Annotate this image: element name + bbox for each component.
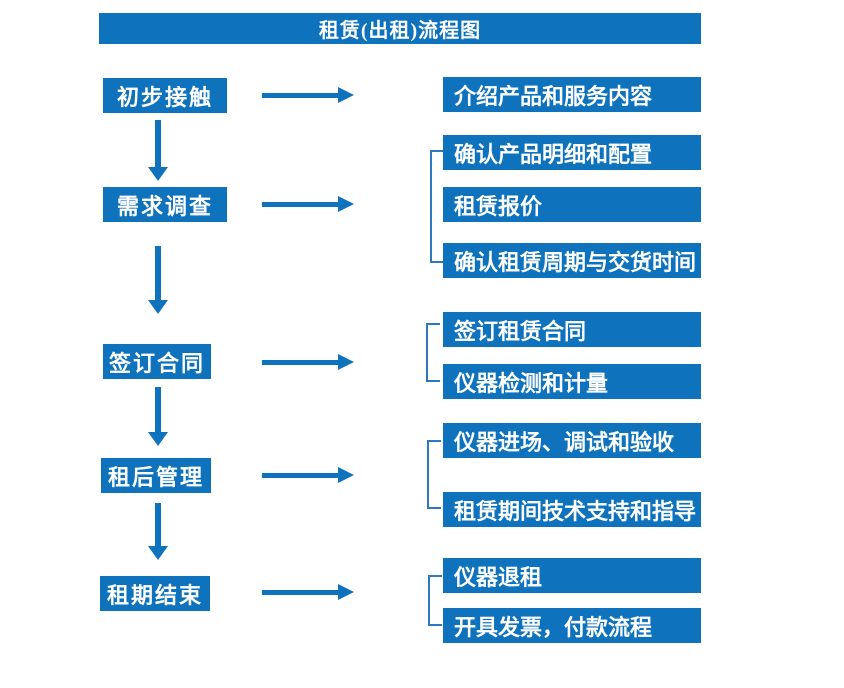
detail-label: 租赁期间技术支持和指导 — [454, 498, 697, 524]
arrow-shaft — [155, 503, 161, 546]
group-bracket-demand-survey — [430, 150, 444, 263]
arrow-head — [148, 300, 168, 314]
group-bracket-post-rental — [427, 440, 441, 509]
detail-label: 仪器检测和计量 — [454, 370, 609, 396]
detail-label: 签订租赁合同 — [454, 318, 587, 344]
detail-box-rental-quote: 租赁报价 — [443, 187, 701, 222]
arrow-head — [338, 467, 354, 483]
arrow-shaft — [262, 202, 339, 207]
arrow-head — [148, 167, 168, 181]
step-box-initial-contact: 初步接触 — [103, 78, 227, 113]
down-arrow-icon — [148, 503, 168, 560]
arrow-shaft — [155, 387, 161, 432]
detail-box-instrument-return: 仪器退租 — [443, 558, 701, 593]
detail-box-introduce-products: 介绍产品和服务内容 — [443, 77, 701, 112]
step-label: 需求调查 — [116, 193, 213, 219]
detail-box-confirm-product-details: 确认产品明细和配置 — [443, 135, 701, 170]
arrow-head — [338, 584, 354, 600]
step-label: 签订合同 — [108, 350, 205, 376]
step-box-rental-period-end: 租期结束 — [100, 576, 210, 611]
detail-box-technical-support: 租赁期间技术支持和指导 — [443, 492, 701, 527]
step-label: 租期结束 — [106, 582, 203, 608]
right-arrow-icon — [262, 584, 354, 600]
right-arrow-icon — [262, 467, 354, 483]
right-arrow-icon — [262, 87, 354, 103]
detail-box-instrument-setup-acceptance: 仪器进场、调试和验收 — [443, 423, 701, 458]
arrow-shaft — [262, 360, 339, 365]
detail-label: 介绍产品和服务内容 — [454, 83, 653, 109]
right-arrow-icon — [262, 196, 354, 212]
detail-label: 确认租赁周期与交货时间 — [454, 249, 697, 275]
arrow-head — [338, 196, 354, 212]
step-box-post-rental-management: 租后管理 — [101, 458, 211, 493]
step-label: 租后管理 — [107, 464, 204, 490]
detail-box-invoice-payment: 开具发票，付款流程 — [443, 608, 701, 643]
detail-box-instrument-inspection: 仪器检测和计量 — [443, 364, 701, 399]
detail-label: 仪器退租 — [454, 564, 543, 590]
step-box-sign-contract: 签订合同 — [103, 344, 211, 379]
arrow-shaft — [155, 246, 161, 300]
down-arrow-icon — [148, 120, 168, 181]
arrow-head — [338, 87, 354, 103]
step-box-demand-survey: 需求调查 — [103, 187, 227, 222]
arrow-shaft — [155, 120, 161, 167]
flowchart-title: 租赁(出租)流程图 — [318, 20, 482, 42]
down-arrow-icon — [148, 246, 168, 314]
down-arrow-icon — [148, 387, 168, 446]
arrow-shaft — [262, 473, 339, 478]
group-bracket-sign-contract — [426, 323, 440, 382]
step-label: 初步接触 — [116, 84, 213, 110]
title-bar: 租赁(出租)流程图 — [99, 13, 701, 44]
arrow-shaft — [262, 590, 339, 595]
arrow-shaft — [262, 93, 339, 98]
detail-label: 仪器进场、调试和验收 — [454, 429, 675, 455]
arrow-head — [148, 432, 168, 446]
detail-label: 开具发票，付款流程 — [454, 614, 653, 640]
group-bracket-rental-end — [428, 575, 442, 626]
arrow-head — [338, 354, 354, 370]
arrow-head — [148, 546, 168, 560]
detail-label: 确认产品明细和配置 — [454, 141, 653, 167]
detail-box-sign-rental-contract: 签订租赁合同 — [443, 312, 701, 347]
detail-box-confirm-rental-period: 确认租赁周期与交货时间 — [443, 243, 701, 278]
right-arrow-icon — [262, 354, 354, 370]
detail-label: 租赁报价 — [454, 193, 543, 219]
